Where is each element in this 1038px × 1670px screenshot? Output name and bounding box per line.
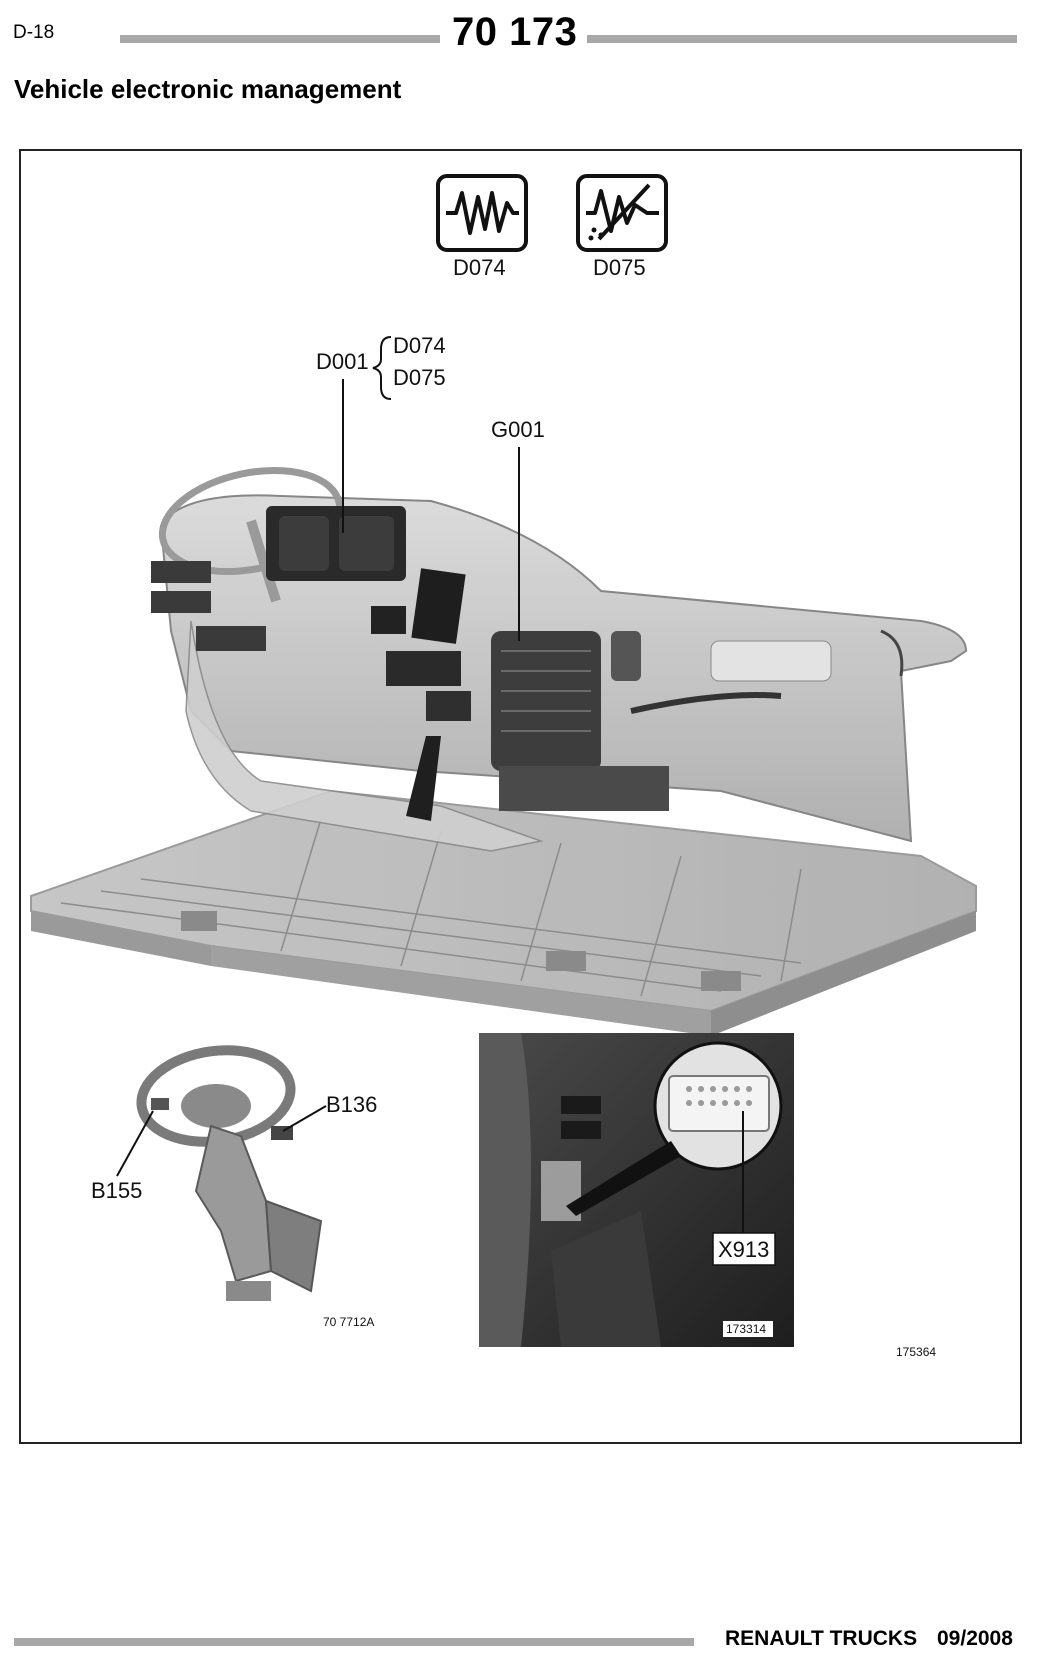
section-title: Vehicle electronic management xyxy=(14,74,402,104)
dashboard-illustration xyxy=(30,466,977,1036)
callout-d001: D001 xyxy=(316,349,369,374)
header-rule-left xyxy=(120,35,440,43)
callout-x913: X913 xyxy=(718,1237,769,1262)
callout-brace xyxy=(372,336,392,400)
figure-ref: 175364 xyxy=(896,1345,936,1359)
fault-signal-icon xyxy=(576,174,668,252)
figure-frame: D074 D075 xyxy=(19,149,1022,1444)
footer-rule xyxy=(14,1638,694,1646)
header-rule-right xyxy=(587,35,1017,43)
icon-label-d074: D074 xyxy=(453,255,506,280)
footer-brand: RENAULT TRUCKS xyxy=(725,1627,918,1650)
waveform-icon xyxy=(436,174,528,252)
leader-b136 xyxy=(282,1105,327,1132)
callout-b155: B155 xyxy=(91,1178,142,1203)
callout-g001: G001 xyxy=(491,417,545,442)
document-number: 70 173 xyxy=(452,10,578,54)
callout-d001-sub-d074: D074 xyxy=(393,333,446,358)
leader-b155 xyxy=(116,1110,154,1177)
inset-left-ref: 70 7712A xyxy=(323,1315,374,1329)
figure-illustration: D074 D075 xyxy=(30,174,977,1359)
connector-photo-inset xyxy=(479,1033,794,1347)
inset-right-ref: 173314 xyxy=(726,1322,766,1336)
icon-label-d075: D075 xyxy=(593,255,646,280)
steering-column-inset xyxy=(136,1045,323,1301)
callout-d001-sub-d075: D075 xyxy=(393,365,446,390)
footer-date: 09/2008 xyxy=(937,1627,1013,1650)
page-reference: D-18 xyxy=(13,22,55,43)
callout-b136: B136 xyxy=(326,1092,377,1117)
